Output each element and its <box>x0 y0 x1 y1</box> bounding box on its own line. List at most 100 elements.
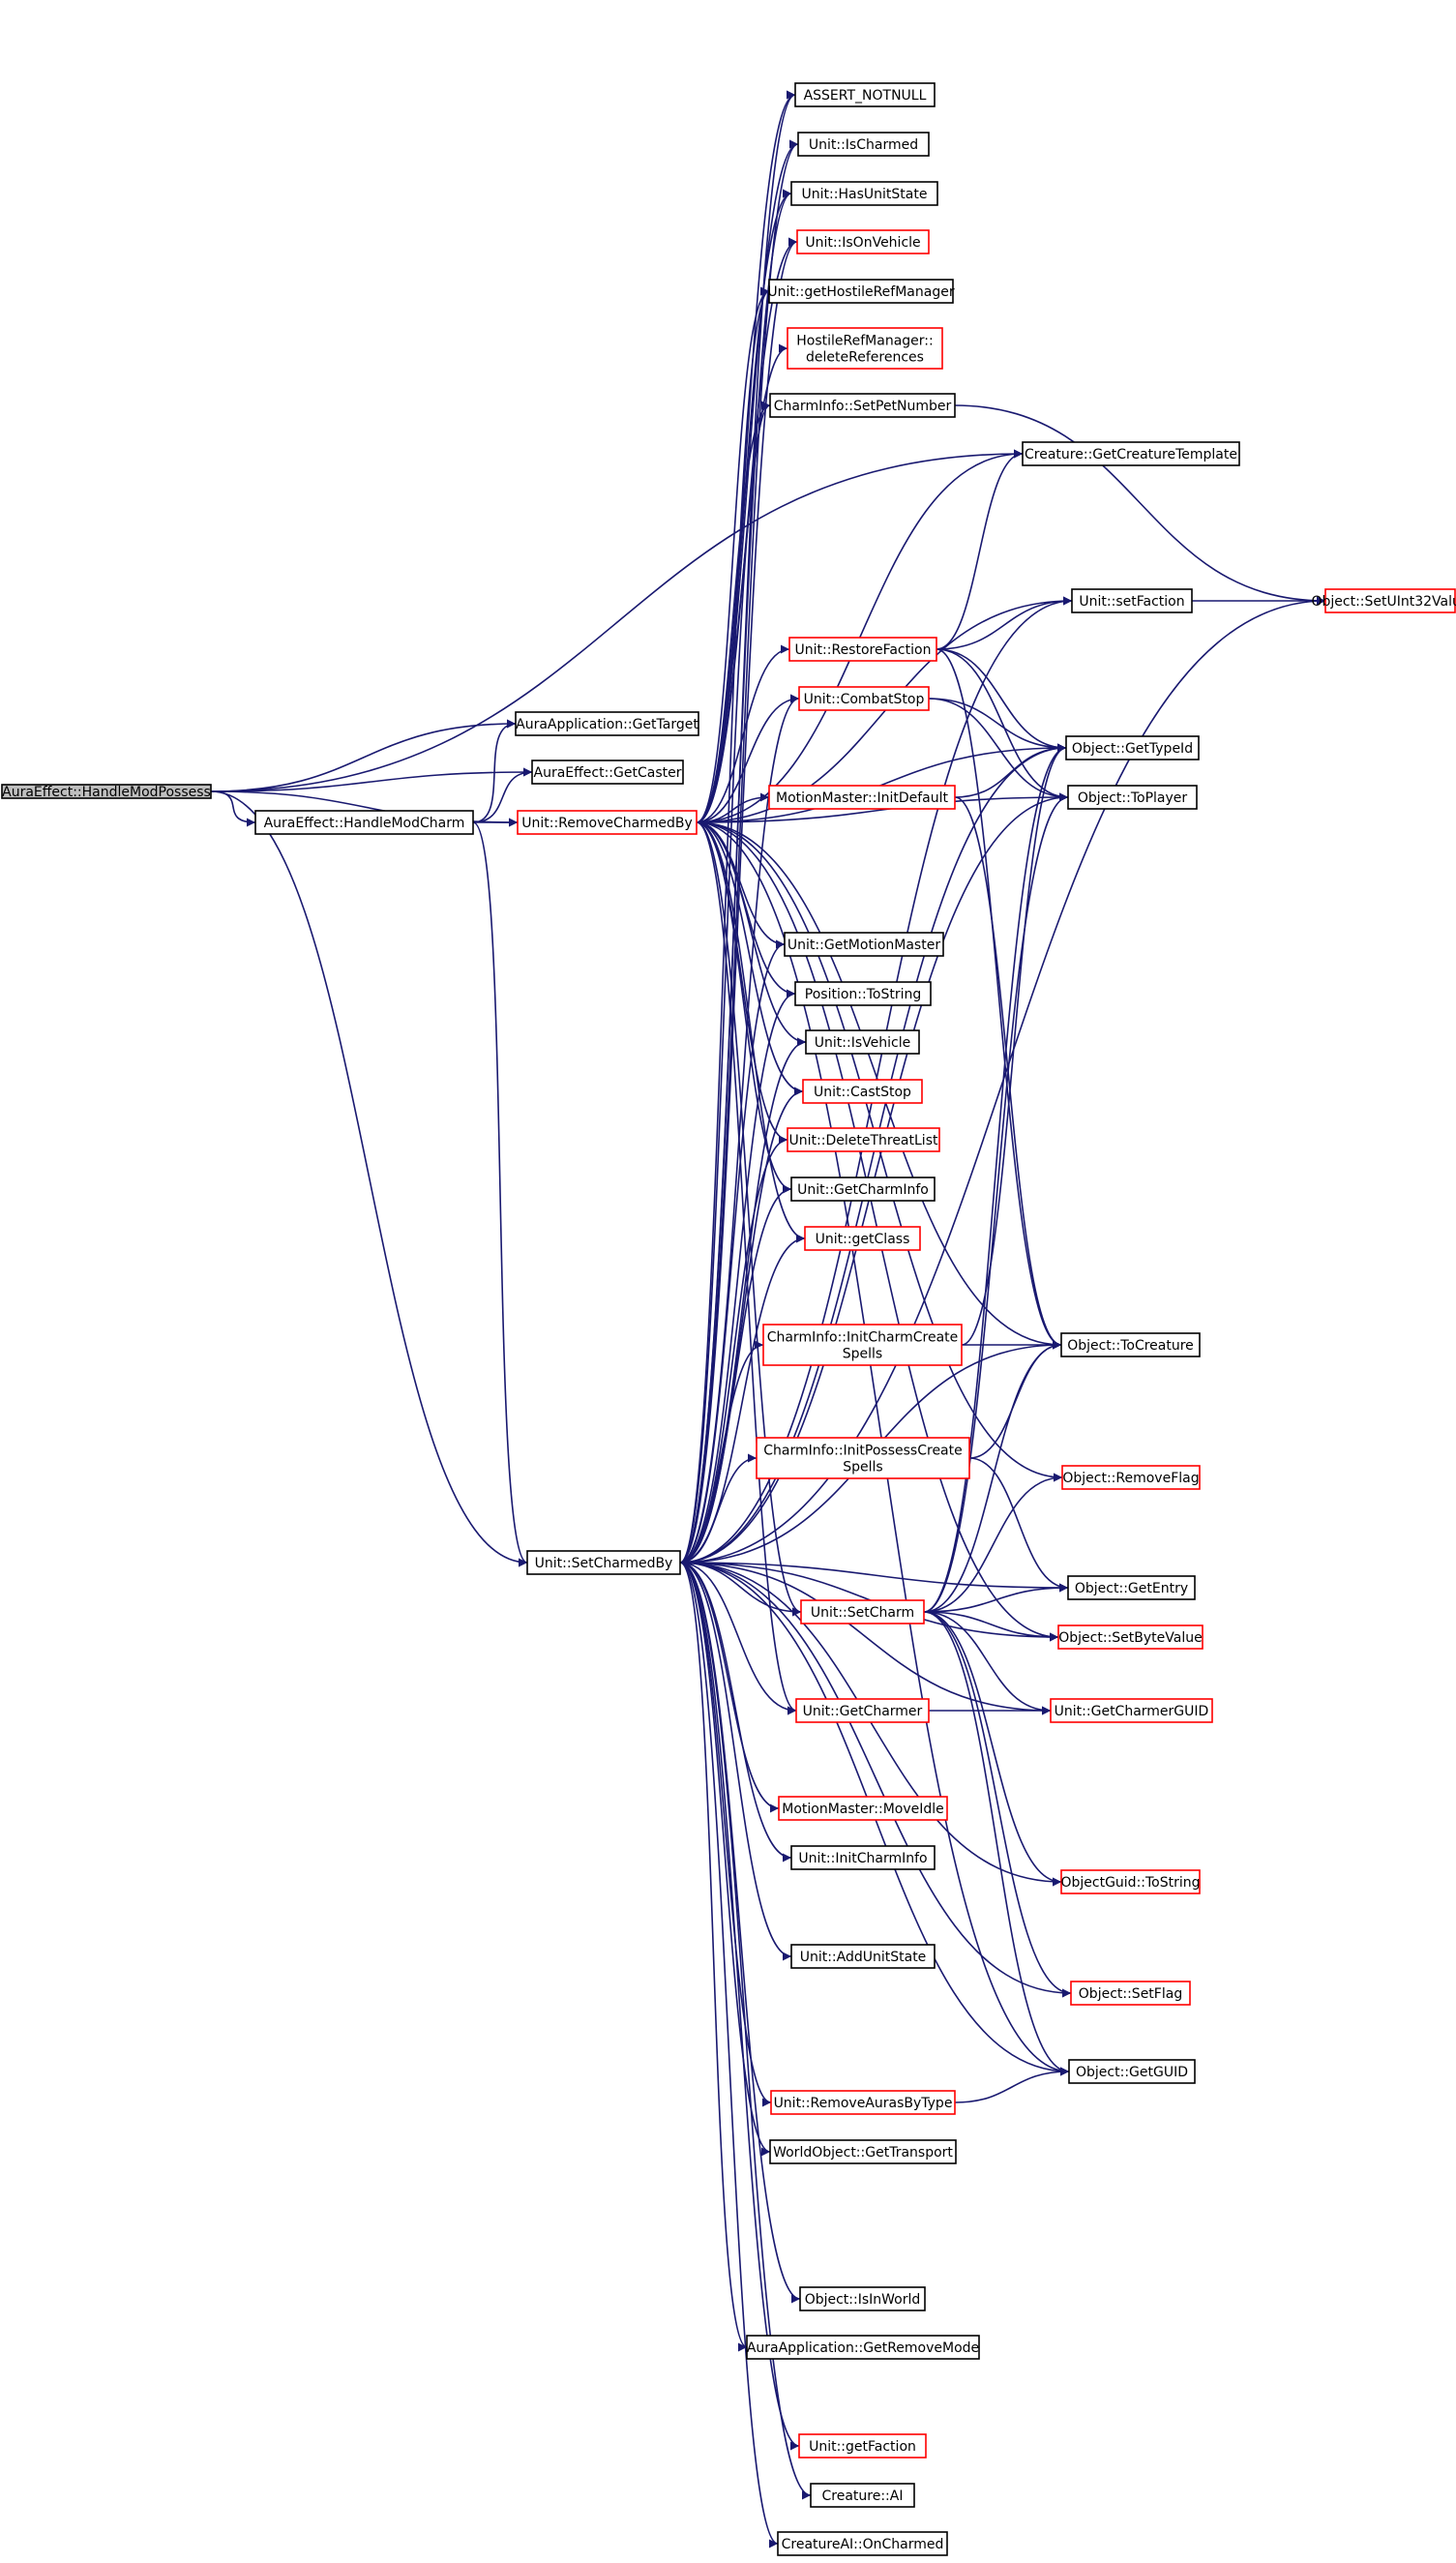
node-box <box>254 810 474 835</box>
node-getGUID[interactable]: Object::GetGUID <box>1068 2059 1196 2084</box>
edge-setCharmedBy-to-getTypeId <box>679 743 1067 1564</box>
node-label: Object::RemoveFlag <box>1062 1471 1199 1486</box>
node-isVehicle[interactable]: Unit::IsVehicle <box>805 1029 920 1055</box>
node-label: Unit::setFaction <box>1079 594 1184 610</box>
node-getEntry[interactable]: Object::GetEntry <box>1067 1575 1196 1600</box>
node-box <box>515 711 699 736</box>
node-deleteThreatList[interactable]: Unit::DeleteThreatList <box>787 1127 940 1152</box>
node-assertNotNull[interactable]: ASSERT_NOTNULL <box>794 82 936 107</box>
edge-setCharmedBy-to-onCharmed <box>679 1562 779 2548</box>
node-onCharmed[interactable]: CreatureAI::OnCharmed <box>777 2531 948 2556</box>
node-initCharmInfo[interactable]: Unit::InitCharmInfo <box>790 1845 936 1870</box>
node-deleteReferences[interactable]: HostileRefManager::deleteReferences <box>787 327 943 370</box>
node-getCharmerGUID[interactable]: Unit::GetCharmerGUID <box>1050 1698 1213 1723</box>
node-toPlayer[interactable]: Object::ToPlayer <box>1067 785 1198 810</box>
node-handleModCharm[interactable]: AuraEffect::HandleModCharm <box>254 810 474 835</box>
node-label: Object::ToPlayer <box>1078 790 1188 806</box>
node-box <box>1 784 212 799</box>
node-setCharmedBy[interactable]: Unit::SetCharmedBy <box>526 1550 681 1575</box>
edge-setCharmedBy-to-isOnVehicle <box>679 237 798 1564</box>
edge-removeCharmedBy-to-setPetNumber <box>696 401 771 823</box>
edge-setCharmedBy-to-getCharmInfo <box>679 1184 792 1564</box>
node-label: CharmInfo::SetPetNumber <box>774 399 952 414</box>
node-moveIdle[interactable]: MotionMaster::MoveIdle <box>778 1796 948 1821</box>
node-getCharmer[interactable]: Unit::GetCharmer <box>795 1698 930 1723</box>
node-label: Object::ToCreature <box>1067 1338 1194 1354</box>
node-getCaster[interactable]: AuraEffect::GetCaster <box>531 760 684 785</box>
node-restoreFaction[interactable]: Unit::RestoreFaction <box>788 637 937 662</box>
edge-removeCharmedBy-to-getCharmInfo <box>696 821 792 1194</box>
node-label: Unit::IsOnVehicle <box>805 235 920 251</box>
edge-restoreFaction-to-getTypeId <box>936 648 1067 753</box>
node-box <box>768 785 956 810</box>
edge-setCharm-to-getGUID <box>923 1611 1070 2076</box>
node-label: deleteReferences <box>806 350 924 366</box>
node-getTarget[interactable]: AuraApplication::GetTarget <box>515 711 699 736</box>
node-getTransport[interactable]: WorldObject::GetTransport <box>769 2139 957 2164</box>
node-isOnVehicle[interactable]: Unit::IsOnVehicle <box>796 229 930 254</box>
node-combatStop[interactable]: Unit::CombatStop <box>798 686 930 711</box>
node-isInWorld[interactable]: Object::IsInWorld <box>799 2286 926 2311</box>
edge-setCharmedBy-to-setPetNumber <box>679 401 771 1564</box>
node-hasUnitState[interactable]: Unit::HasUnitState <box>790 181 938 206</box>
edge-removeCharmedBy-to-isVehicle <box>696 821 807 1047</box>
node-label: Unit::SetCharmedBy <box>535 1556 673 1571</box>
node-label: ASSERT_NOTNULL <box>804 88 927 104</box>
node-creatureAI[interactable]: Creature::AI <box>810 2483 915 2508</box>
node-box <box>805 1029 920 1055</box>
node-box <box>784 932 944 957</box>
node-positionToString[interactable]: Position::ToString <box>794 981 932 1006</box>
node-getHostileRefManager[interactable]: Unit::getHostileRefManager <box>767 279 955 304</box>
edge-setCharmedBy-to-initCharmCreateSpells <box>679 1340 764 1564</box>
node-label: Unit::GetCharmer <box>803 1704 923 1719</box>
node-box <box>1065 735 1200 760</box>
node-setFlag[interactable]: Object::SetFlag <box>1070 1981 1191 2006</box>
node-label: WorldObject::GetTransport <box>773 2145 953 2161</box>
node-label: Unit::getFaction <box>809 2439 916 2455</box>
node-initDefault[interactable]: MotionMaster::InitDefault <box>768 785 956 810</box>
node-isCharmed[interactable]: Unit::IsCharmed <box>797 132 930 157</box>
node-box <box>795 1698 930 1723</box>
node-label: Unit::RestoreFaction <box>795 642 932 658</box>
node-castStop[interactable]: Unit::CastStop <box>802 1079 923 1104</box>
node-getMotionMaster[interactable]: Unit::GetMotionMaster <box>784 932 944 957</box>
node-setByteValue[interactable]: Object::SetByteValue <box>1057 1624 1203 1650</box>
edge-removeCharmedBy-to-combatStop <box>696 694 800 823</box>
edge-setCharmedBy-to-creatureAI <box>679 1562 812 2500</box>
node-setPetNumber[interactable]: CharmInfo::SetPetNumber <box>769 393 956 418</box>
node-box <box>777 2531 948 2556</box>
node-setFaction[interactable]: Unit::setFaction <box>1071 588 1193 613</box>
node-removeFlag[interactable]: Object::RemoveFlag <box>1061 1465 1201 1490</box>
node-getClass[interactable]: Unit::getClass <box>804 1226 921 1251</box>
node-box <box>794 82 936 107</box>
edge-setCharmedBy-to-getEntry <box>679 1562 1069 1593</box>
node-toCreature[interactable]: Object::ToCreature <box>1060 1332 1201 1357</box>
node-removeAurasByType[interactable]: Unit::RemoveAurasByType <box>770 2090 956 2115</box>
edge-removeCharmedBy-to-restoreFaction <box>696 644 790 823</box>
node-getRemoveMode[interactable]: AuraApplication::GetRemoveMode <box>746 2335 980 2360</box>
node-label: Creature::GetCreatureTemplate <box>1025 447 1237 462</box>
node-box <box>769 2139 957 2164</box>
edge-setCharm-to-removeFlag <box>923 1473 1063 1613</box>
node-label: Unit::HasUnitState <box>802 187 928 202</box>
edge-handleModCharm-to-getTarget <box>472 719 517 823</box>
node-getCharmInfo[interactable]: Unit::GetCharmInfo <box>790 1177 936 1202</box>
edge-setCharm-to-toCreature <box>923 1340 1062 1613</box>
node-label: AuraEffect::HandleModPossess <box>2 785 211 800</box>
node-guidToString[interactable]: ObjectGuid::ToString <box>1060 1869 1201 1894</box>
node-getFaction[interactable]: Unit::getFaction <box>798 2433 927 2459</box>
edge-restoreFaction-to-getCreatureTemplate <box>936 449 1024 650</box>
node-setCharm[interactable]: Unit::SetCharm <box>800 1599 925 1624</box>
node-label: Object::SetByteValue <box>1058 1630 1202 1646</box>
node-setUInt32Value[interactable]: Object::SetUInt32Value <box>1311 588 1456 613</box>
node-removeCharmedBy[interactable]: Unit::RemoveCharmedBy <box>517 810 698 835</box>
node-root[interactable]: AuraEffect::HandleModPossess <box>1 784 212 800</box>
edge-setCharm-to-setByteValue <box>923 1611 1059 1642</box>
node-getTypeId[interactable]: Object::GetTypeId <box>1065 735 1200 760</box>
node-label: CreatureAI::OnCharmed <box>782 2537 944 2552</box>
node-getCreatureTemplate[interactable]: Creature::GetCreatureTemplate <box>1022 441 1240 466</box>
edge-initDefault-to-getTypeId <box>954 743 1067 798</box>
node-addUnitState[interactable]: Unit::AddUnitState <box>790 1944 936 1969</box>
